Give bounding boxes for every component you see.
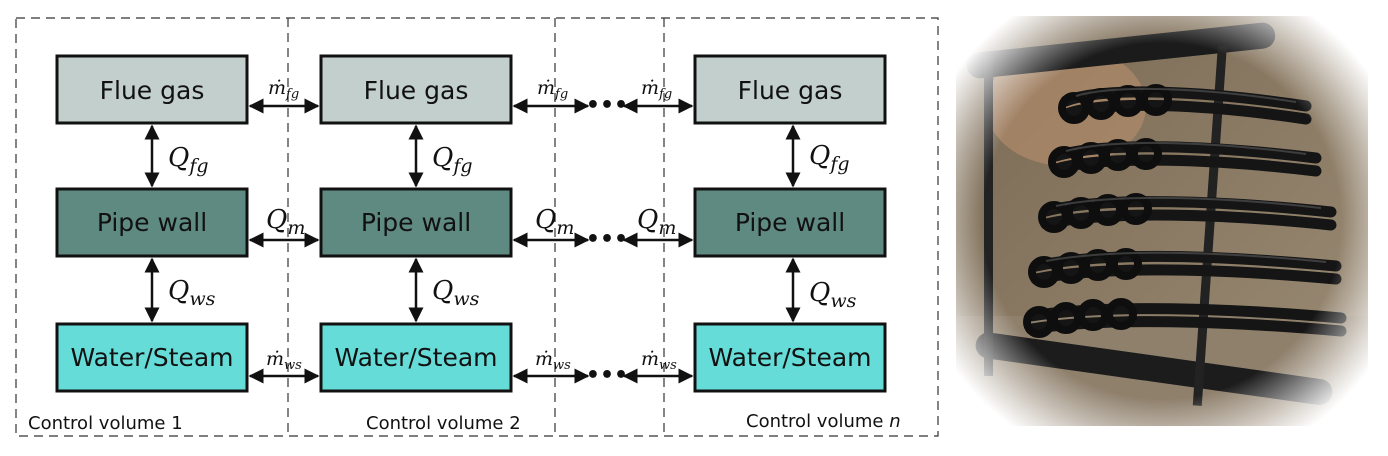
water-steam-box [319,322,513,393]
flue-gas-box [55,54,249,125]
cv-label-2: Control volume 2 [366,413,521,434]
q-m-label-2-dots: Qm [535,205,574,239]
water-steam-label: Water/Steam [334,343,497,372]
flue-gas-label: Flue gas [738,76,843,105]
flue-gas-label: Flue gas [100,76,205,105]
flue-gas-label: Flue gas [364,76,469,105]
flue-gas-box [693,54,887,125]
flue-gas-box [319,54,513,125]
photo-vignette [956,16,1368,426]
column-2: Flue gas Pipe wall Water/Steam Qfg Qws [319,54,513,393]
q-ws-label: Qws [809,278,857,312]
mdot-ws-label-2-dots: ṁws [535,348,571,373]
water-steam-box [55,322,249,393]
mdot-fg-label-1-2: ṁfg [268,77,299,102]
q-fg-label: Qfg [168,143,209,177]
tube-bundle-illustration [956,16,1368,426]
ellipsis-bottom: ••• [586,363,628,388]
column-1: Flue gas Pipe wall Water/Steam Qfg Qws [55,54,249,393]
pipe-wall-box [319,187,513,258]
pipe-wall-box [693,187,887,258]
water-steam-box [693,322,887,393]
cv-label-n: Control volume n [746,411,901,432]
mdot-ws-label-dots-n: ṁws [641,348,677,373]
mdot-ws-label-1-2: ṁws [266,348,302,373]
pipe-wall-label: Pipe wall [97,208,207,237]
pipe-wall-box [55,187,249,258]
pipe-wall-label: Pipe wall [735,208,845,237]
pipe-wall-label: Pipe wall [361,208,471,237]
q-fg-label: Qfg [432,143,473,177]
water-steam-label: Water/Steam [70,343,233,372]
mdot-fg-label-2-dots: ṁfg [537,77,568,102]
q-ws-label: Qws [432,276,480,310]
q-m-label-dots-n: Qm [637,205,676,239]
heat-exchanger-photo [956,16,1368,426]
q-m-label-1-2: Qm [266,205,305,239]
water-steam-label: Water/Steam [708,343,871,372]
q-ws-label: Qws [168,276,216,310]
column-n: Flue gas Pipe wall Water/Steam Qfg Qws [693,54,887,393]
ellipsis-middle: ••• [586,227,628,252]
ellipsis-top: ••• [586,93,628,118]
mdot-fg-label-dots-n: ṁfg [641,77,672,102]
q-fg-label: Qfg [809,141,850,175]
cv-label-1: Control volume 1 [28,413,183,434]
outer-frame [15,17,939,437]
